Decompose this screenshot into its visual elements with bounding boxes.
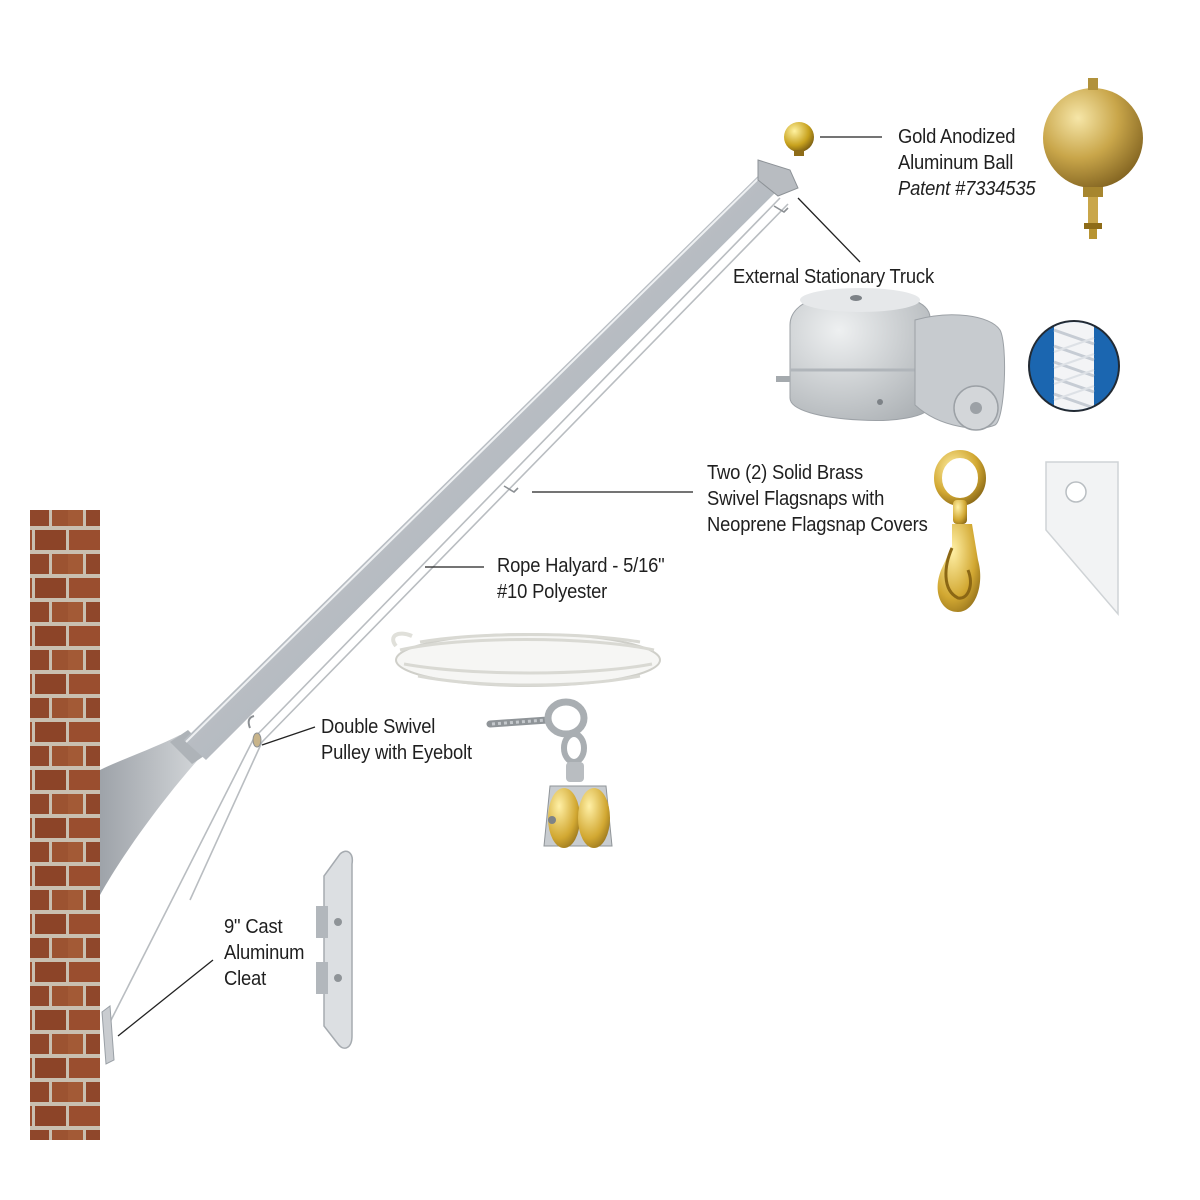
wall-bracket [100, 730, 210, 895]
callout-gold-ball-line1: Gold Anodized [898, 126, 1016, 148]
callout-halyard-line1: Rope Halyard - 5/16" [497, 555, 665, 577]
callout-halyard: Rope Halyard - 5/16" #10 Polyester [497, 553, 665, 605]
pulley-on-pole [247, 715, 262, 748]
callout-pulley-line1: Double Swivel [321, 716, 436, 738]
callout-cleat-line1: 9" Cast [224, 916, 283, 938]
callout-cleat-line3: Cleat [224, 968, 267, 990]
truck-image [776, 288, 1006, 431]
callout-flagsnaps-line2: Swivel Flagsnaps with [707, 488, 885, 510]
callout-gold-ball-line2: Aluminum Ball [898, 152, 1014, 174]
callout-cleat: 9" Cast Aluminum Cleat [224, 914, 305, 992]
flagsnap-cover-image [1045, 461, 1119, 617]
callout-cleat-line2: Aluminum [224, 942, 305, 964]
pulley-image [486, 698, 613, 848]
brick-wall [30, 510, 100, 1140]
rope-closeup-image [1028, 320, 1120, 412]
coiled-rope-image [391, 631, 661, 687]
callout-pulley-line2: Pulley with Eyebolt [321, 742, 472, 764]
flagpole [184, 172, 782, 760]
callout-halyard-line2: #10 Polyester [497, 581, 608, 603]
leader-lines [117, 136, 882, 1037]
callout-truck: External Stationary Truck [733, 264, 934, 290]
callout-gold-ball: Gold Anodized Aluminum Ball Patent #7334… [898, 124, 1036, 202]
callout-gold-ball-patent: Patent #7334535 [898, 178, 1036, 200]
callout-flagsnaps-line3: Neoprene Flagsnap Covers [707, 514, 928, 536]
brass-flagsnap-image [934, 450, 986, 612]
cleat-image [316, 850, 354, 1049]
callout-truck-line1: External Stationary Truck [733, 266, 934, 288]
callout-flagsnaps: Two (2) Solid Brass Swivel Flagsnaps wit… [707, 460, 928, 538]
snaps-on-pole [503, 205, 789, 494]
callout-flagsnaps-line1: Two (2) Solid Brass [707, 462, 864, 484]
gold-ball-image [1043, 78, 1143, 239]
halyard-lines [105, 197, 789, 1031]
callout-pulley: Double Swivel Pulley with Eyebolt [321, 714, 472, 766]
ball-on-pole [784, 122, 814, 156]
truck-on-pole [757, 159, 799, 197]
cleat-on-wall [101, 1005, 115, 1065]
